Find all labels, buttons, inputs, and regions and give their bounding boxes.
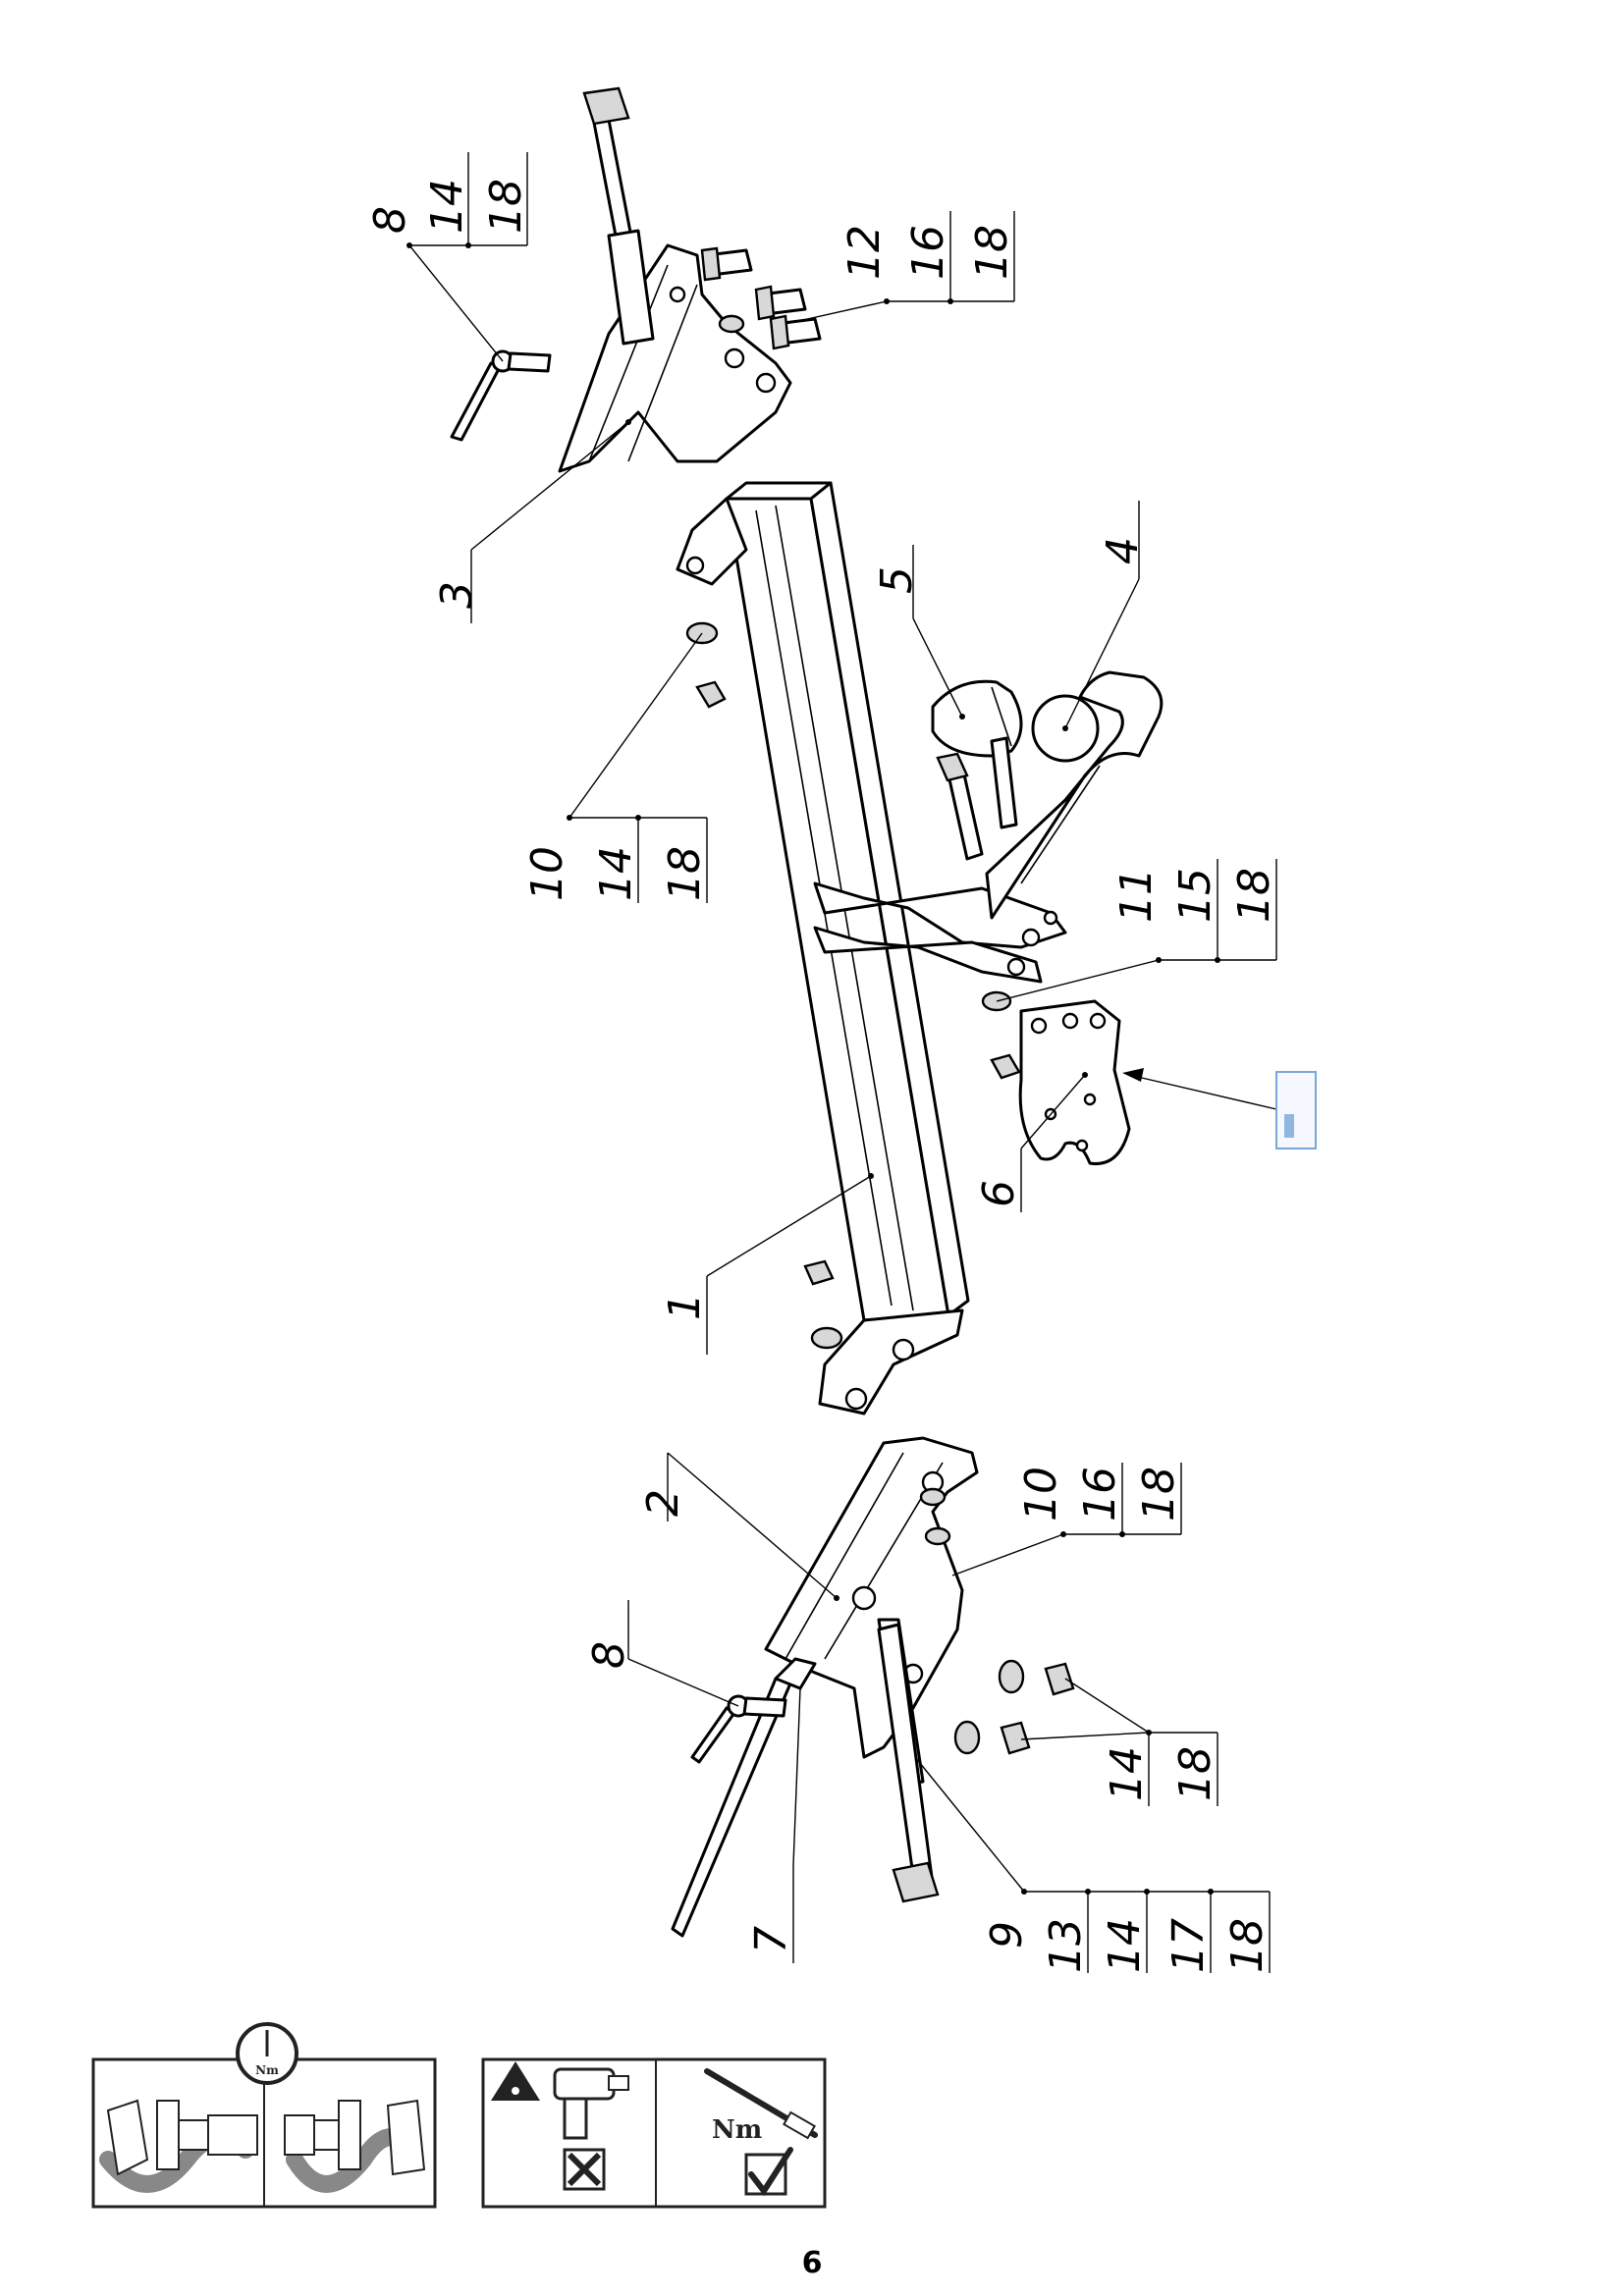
long-bolt-part-9 bbox=[877, 1623, 940, 1903]
wrench-nm-label: Nm bbox=[712, 2115, 762, 2145]
torque-wrench-icon: Nm bbox=[704, 2068, 818, 2145]
callout-2: 2 bbox=[638, 1489, 688, 1517]
torque-sequence-icon: Nm bbox=[91, 2022, 437, 2209]
callout-4: 4 bbox=[1098, 537, 1148, 564]
callout-8a-1: 14 bbox=[422, 179, 472, 234]
long-bolt-upper bbox=[582, 86, 655, 346]
callout-3: 3 bbox=[432, 581, 482, 609]
callout-14-1: 18 bbox=[1170, 1746, 1220, 1801]
wrench-instructions-panel: Nm bbox=[481, 2057, 827, 2209]
warning-icon bbox=[491, 2061, 540, 2101]
pin-part-8-upper bbox=[450, 349, 552, 442]
callout-6: 6 bbox=[974, 1180, 1024, 1207]
pin-part-8-lower bbox=[690, 1694, 787, 1764]
callout-12-1: 16 bbox=[903, 225, 953, 280]
callout-1: 1 bbox=[660, 1293, 710, 1320]
callout-11-1: 15 bbox=[1170, 868, 1220, 923]
callout-11-2: 18 bbox=[1229, 868, 1279, 923]
callout-9-1: 13 bbox=[1041, 1918, 1091, 1973]
impact-wrench-icon bbox=[553, 2067, 629, 2140]
bolts-part-12 bbox=[700, 246, 822, 350]
callout-12-2: 18 bbox=[967, 225, 1017, 280]
side-bracket-part-2 bbox=[764, 1436, 979, 1787]
torque-nm-label: Nm bbox=[255, 2063, 279, 2077]
safety-strap-part-7 bbox=[671, 1657, 817, 1938]
callout-8a-0: 8 bbox=[365, 206, 415, 234]
callout-5: 5 bbox=[872, 566, 922, 594]
socket-plate-part-6 bbox=[1018, 999, 1317, 1166]
callout-10a-2: 18 bbox=[660, 846, 710, 901]
callout-labels: 1 2 3 4 5 6 7 8 14 18 8 9 13 14 17 18 10… bbox=[365, 179, 1279, 1973]
leader-lines bbox=[408, 244, 1160, 1963]
callout-10b-2: 18 bbox=[1134, 1467, 1184, 1522]
callout-frames bbox=[406, 152, 1277, 1973]
callout-9-4: 18 bbox=[1222, 1918, 1272, 1973]
ball-cover-part-5 bbox=[931, 679, 1023, 861]
callout-10a-0: 10 bbox=[522, 846, 572, 901]
cross-icon bbox=[563, 2148, 606, 2191]
callout-10b-0: 10 bbox=[1016, 1467, 1066, 1522]
callout-12-0: 12 bbox=[839, 225, 890, 280]
callout-14-0: 14 bbox=[1102, 1746, 1152, 1801]
page-number: 6 bbox=[801, 2246, 823, 2280]
check-icon bbox=[744, 2147, 793, 2197]
callout-11-0: 11 bbox=[1111, 868, 1162, 923]
callout-9-2: 14 bbox=[1100, 1918, 1150, 1973]
callout-9-0: 9 bbox=[982, 1921, 1032, 1949]
callout-7: 7 bbox=[746, 1926, 796, 1953]
callout-10b-1: 16 bbox=[1075, 1467, 1125, 1522]
callout-8a-2: 18 bbox=[481, 179, 531, 234]
callout-8b: 8 bbox=[584, 1641, 634, 1669]
callout-9-3: 17 bbox=[1164, 1918, 1214, 1973]
callout-10a-1: 14 bbox=[591, 846, 641, 901]
cross-beam-part-1 bbox=[676, 481, 1067, 1415]
side-bracket-part-3 bbox=[558, 243, 792, 473]
